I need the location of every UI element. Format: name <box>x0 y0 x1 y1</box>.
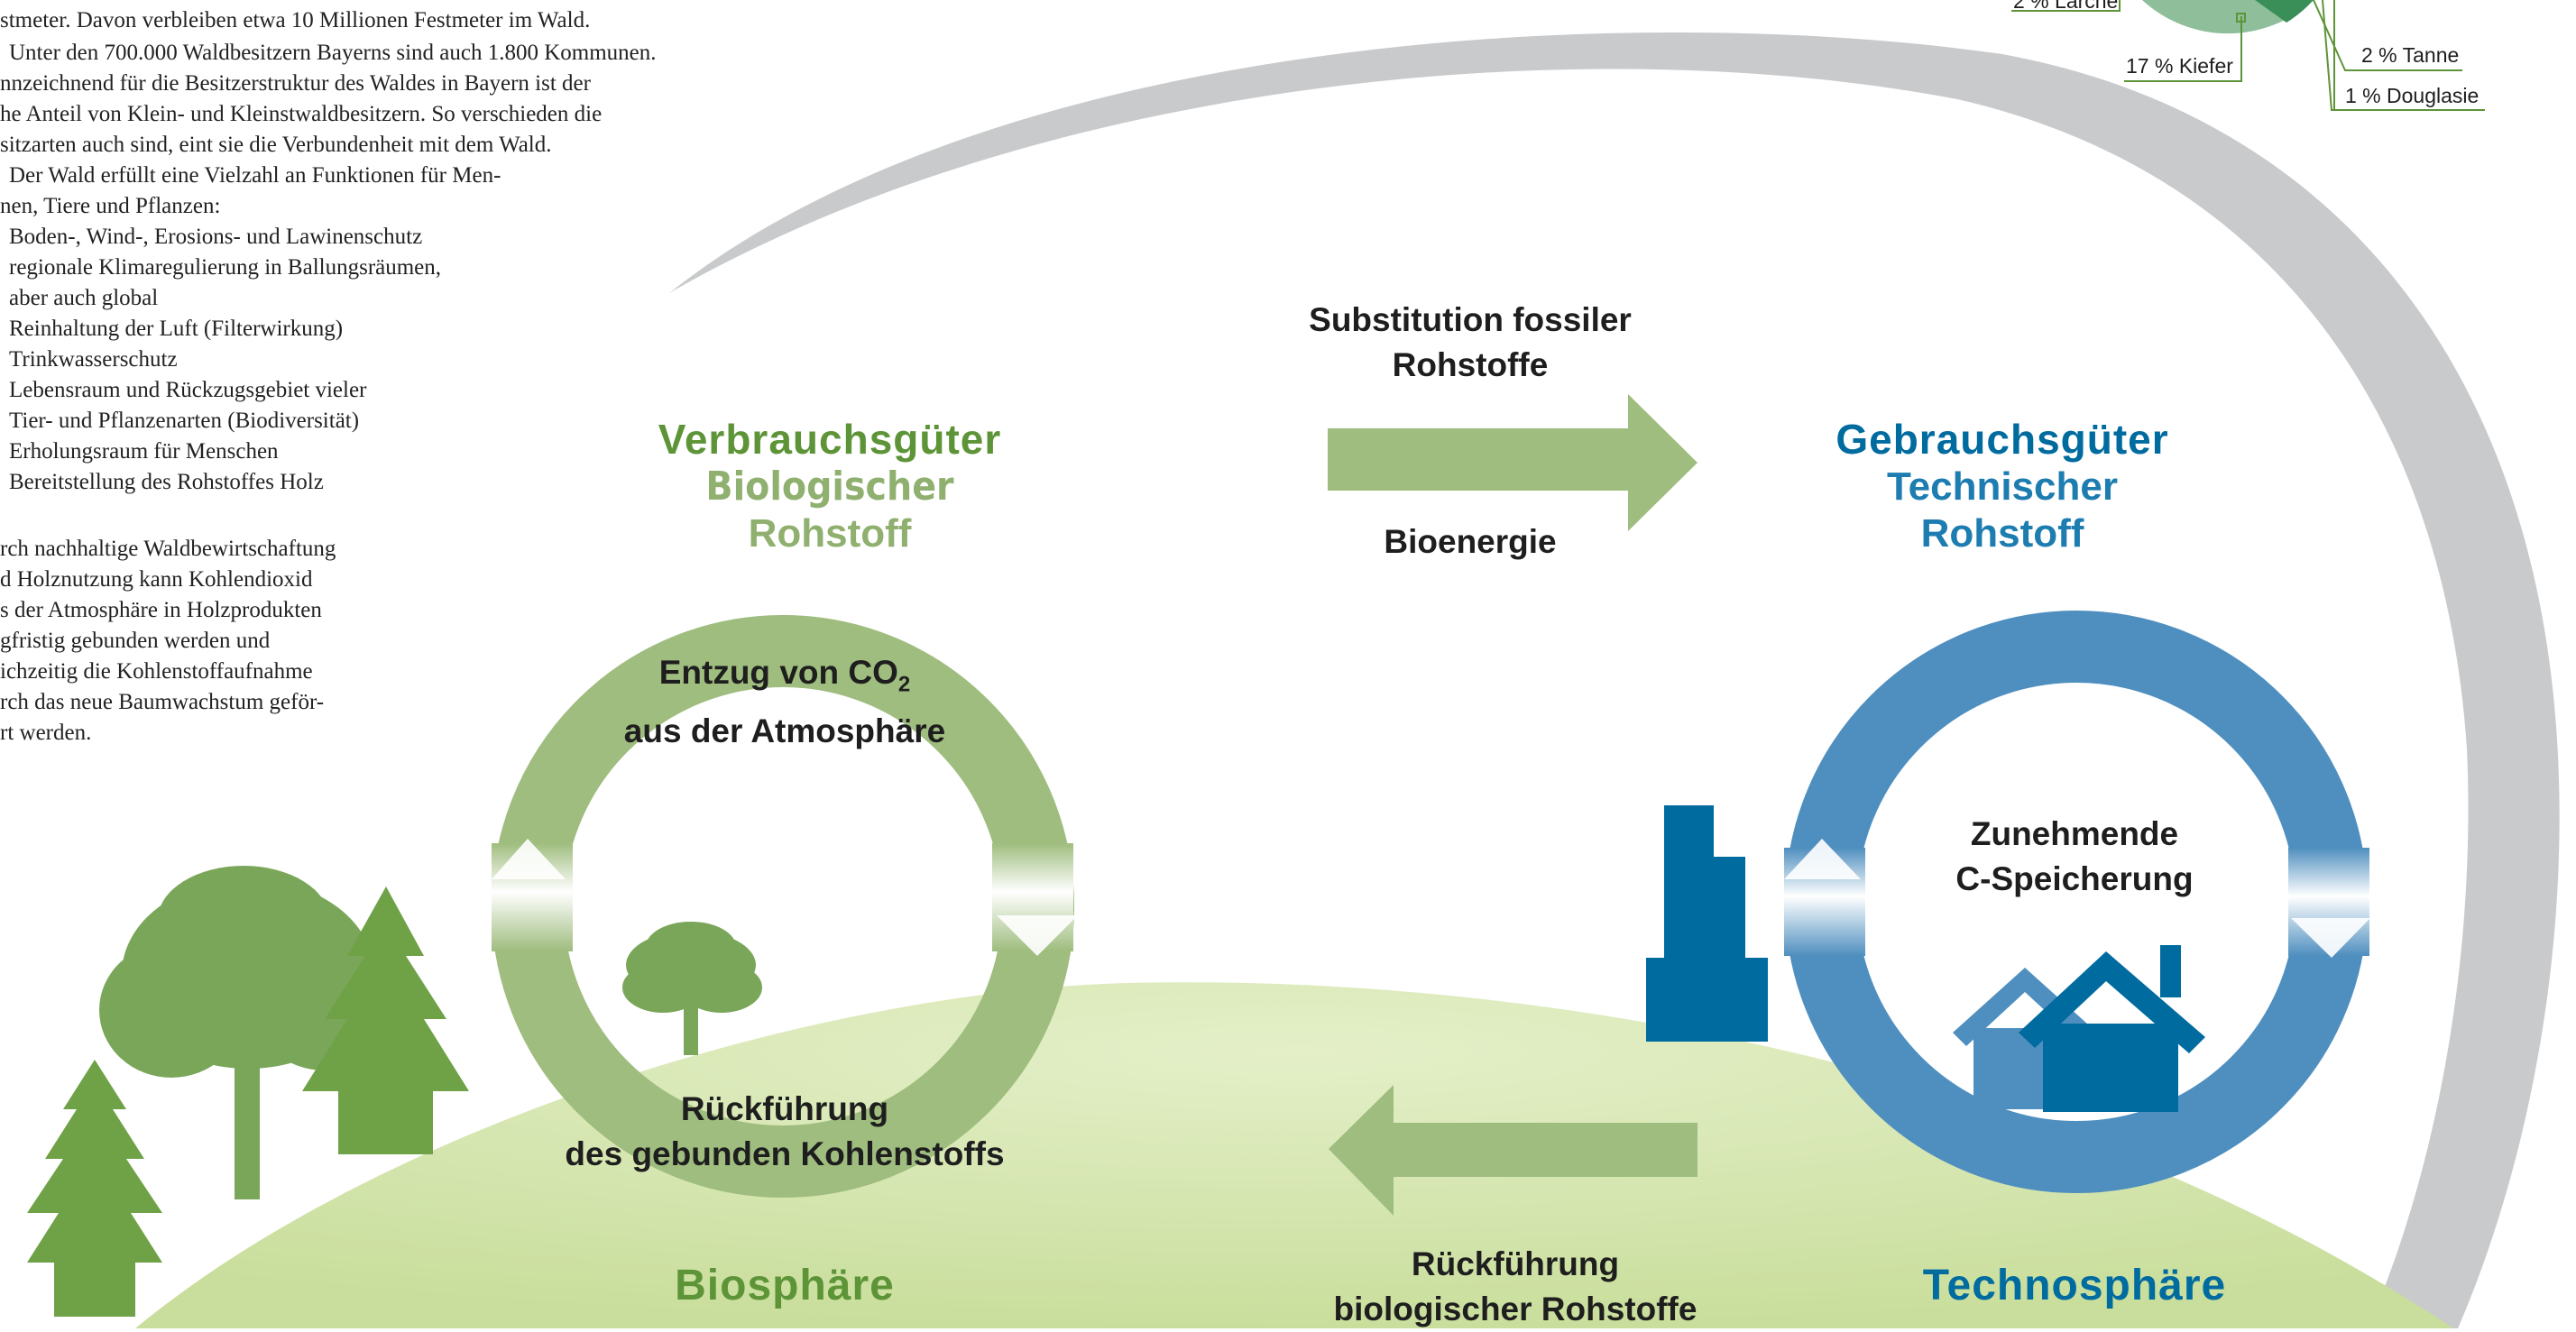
biosphere-label: Biosphäre <box>675 1262 895 1309</box>
bioenergy-label: Bioenergie <box>1384 523 1557 560</box>
co2-extraction-label: Entzug von CO2 aus der Atmosphäre <box>559 649 1010 755</box>
pie-fragment <box>2011 0 2485 111</box>
bio-return-line-2: biologischer Rohstoffe <box>1333 1291 1697 1327</box>
durable-goods-sub-1: Technischer <box>1887 464 2118 509</box>
consumer-goods-title: Verbrauchsgüter <box>658 416 1002 463</box>
carbon-storage-line-1: Zunehmende <box>1970 815 2179 852</box>
houses <box>1953 945 2205 1112</box>
small-tree <box>622 922 762 1055</box>
article-line: stmeter. Davon verbleiben etwa 10 Millio… <box>0 8 591 32</box>
pie-label-pine: 17 % Kiefer <box>2126 54 2233 78</box>
durable-goods-title: Gebrauchsgüter <box>1835 416 2169 463</box>
closing-line: rt werden. <box>0 721 92 745</box>
bio-return-line-1: Rückführung <box>1411 1245 1620 1282</box>
article-line: he Anteil von Klein- und Kleinstwaldbesi… <box>0 102 603 126</box>
carbon-storage-line-2: C-Speicherung <box>1955 860 2194 897</box>
closing-line: rch das neue Baumwachstum geför- <box>0 690 325 714</box>
durable-goods-heading: Gebrauchsgüter Technischer Rohstoff <box>1750 415 2255 557</box>
article-line: sitzarten auch sind, eint sie die Verbun… <box>0 133 552 157</box>
co2-extraction-line-1: Entzug von CO2 <box>658 654 911 697</box>
consumer-goods-sub-2: Rohstoff <box>748 511 912 556</box>
article-line: nen, Tiere und Pflanzen: <box>0 194 221 218</box>
carbon-storage-label: Zunehmende C-Speicherung <box>1858 812 2291 902</box>
technosphere-label: Technosphäre <box>1922 1262 2227 1309</box>
function-item: Boden-, Wind-, Erosions- und Lawinenschu… <box>9 225 423 249</box>
factory <box>1646 805 1768 1042</box>
substitution-line-1: Substitution fossiler <box>1309 301 1632 338</box>
consumer-goods-heading: Verbrauchsgüter Biologischer Rohstoff <box>577 415 1082 557</box>
function-item: regionale Klimaregulierung in Ballungsrä… <box>9 255 442 280</box>
co2-extraction-line-2: aus der Atmosphäre <box>623 712 946 750</box>
closing-line: rch nachhaltige Waldbewirtschaftung <box>0 537 336 561</box>
carbon-return-line-1: Rückführung <box>680 1090 889 1127</box>
closing-line: gfristig gebunden werden und <box>0 629 271 653</box>
function-item: Lebensraum und Rückzugsgebiet vieler <box>9 378 367 402</box>
forest <box>27 866 469 1317</box>
arrow-left <box>1329 1085 1697 1216</box>
pie-label-larch: 2 % Lärche <box>2013 0 2119 13</box>
pie-label-douglas: 1 % Douglasie <box>2345 84 2479 107</box>
carbon-return-line-2: des gebunden Kohlenstoffs <box>565 1135 1005 1172</box>
article-line: Unter den 700.000 Waldbesitzern Bayerns … <box>9 41 657 65</box>
hill <box>135 982 2453 1328</box>
function-item: Erholungsraum für Menschen <box>9 439 279 464</box>
function-item: aber auch global <box>9 286 159 310</box>
function-item: Reinhaltung der Luft (Filterwirkung) <box>9 317 344 341</box>
closing-line: ichzeitig die Kohlenstoffaufnahme <box>0 659 313 684</box>
consumer-goods-sub-1: Biologischer <box>705 464 954 510</box>
durable-goods-sub-2: Rohstoff <box>1920 511 2084 556</box>
article-line: Der Wald erfüllt eine Vielzahl an Funkti… <box>9 163 501 188</box>
function-item: Trinkwasserschutz <box>9 347 178 372</box>
substitution-label: Substitution fossiler Rohstoffe <box>1245 298 1696 388</box>
function-item: Tier- und Pflanzenarten (Biodiversität) <box>9 409 360 433</box>
closing-line: d Holznutzung kann Kohlendioxid <box>0 567 313 592</box>
article-line: nnzeichnend für die Besitzerstruktur des… <box>0 71 591 96</box>
pie-label-fir: 2 % Tanne <box>2361 43 2460 67</box>
function-item: Bereitstellung des Rohstoffes Holz <box>9 470 324 494</box>
tech-cycle-ring <box>1784 611 2370 1193</box>
substitution-line-2: Rohstoffe <box>1392 346 1549 383</box>
arrow-right <box>1328 394 1697 531</box>
carbon-return-label: Rückführung des gebunden Kohlenstoffs <box>505 1087 1064 1177</box>
bio-cycle-ring <box>492 615 1078 1198</box>
closing-line: s der Atmosphäre in Holzprodukten <box>0 598 322 622</box>
bio-return-label: Rückführung biologischer Rohstoffe <box>1281 1242 1750 1332</box>
